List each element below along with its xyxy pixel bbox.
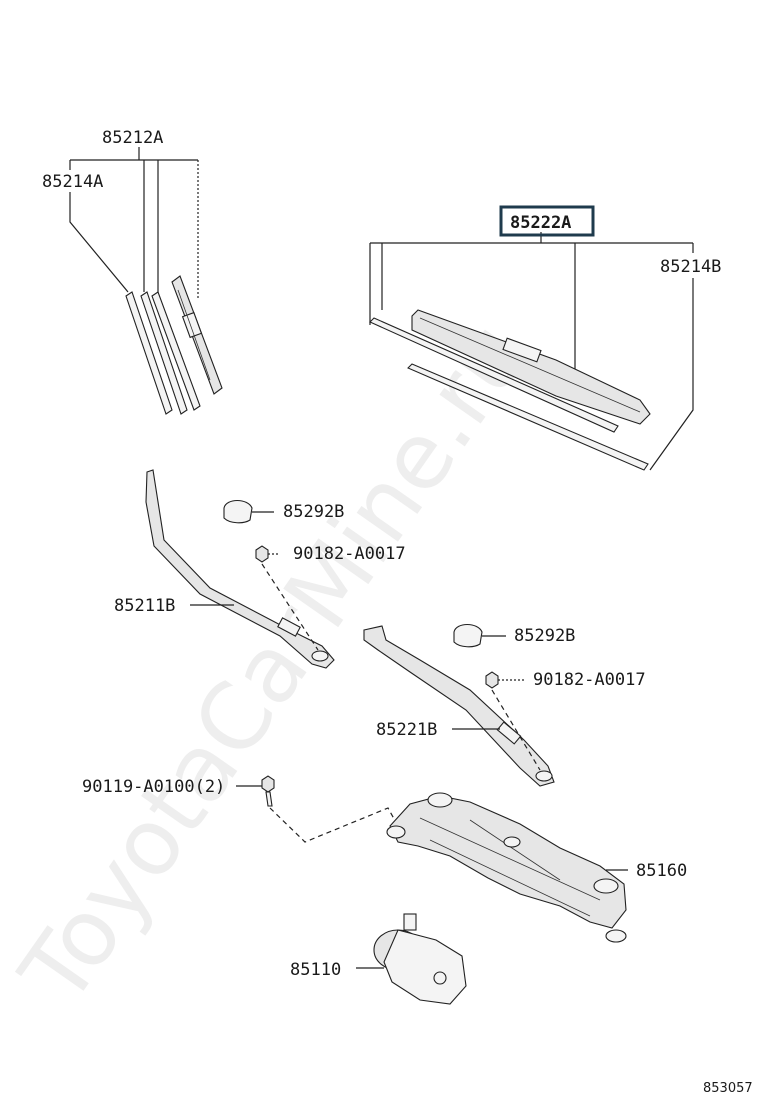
arm-pivot-right[interactable]: [535, 770, 553, 782]
refill-strip-left[interactable]: [125, 291, 173, 415]
blade-strip-left-b[interactable]: [151, 291, 201, 411]
label-85212a[interactable]: 85212A: [102, 128, 163, 148]
wiper-arm-left[interactable]: [145, 469, 335, 669]
refill-strip-right[interactable]: [407, 363, 649, 471]
nut-90182-top[interactable]: [255, 545, 319, 651]
right-wiper-blade-group[interactable]: [369, 232, 694, 471]
arm-pivot-left[interactable]: [311, 650, 329, 662]
label-85211b[interactable]: 85211B: [114, 596, 175, 616]
wiper-arm-85211b[interactable]: [145, 469, 335, 669]
pivot-cap-85292b-top[interactable]: [223, 499, 274, 524]
watermark-text: ToyotaCarMine.ru: [0, 303, 549, 1024]
diagram-id: 853057: [703, 1081, 753, 1096]
blade-strip-left-a[interactable]: [140, 291, 188, 415]
motor-gearbox[interactable]: [383, 929, 467, 1005]
bolt-90119[interactable]: [236, 775, 399, 843]
motor-shaft[interactable]: [403, 913, 417, 931]
label-90119[interactable]: 90119-A0100(2): [82, 777, 225, 797]
wiper-arm-right[interactable]: [363, 625, 555, 787]
wiper-linkage-85160[interactable]: [386, 792, 628, 943]
blade-body-right[interactable]: [411, 309, 651, 425]
nut-90182-right[interactable]: [485, 671, 541, 771]
blade-adapter-right[interactable]: [502, 337, 542, 363]
linkage-crank[interactable]: [503, 836, 521, 848]
linkage-pivot-a[interactable]: [427, 792, 453, 808]
left-wiper-blade-group[interactable]: [69, 147, 223, 415]
pivot-cap-85292b-right[interactable]: [453, 623, 506, 648]
wiper-motor-85110[interactable]: [356, 913, 467, 1005]
label-85292b-top[interactable]: 85292B: [283, 502, 344, 522]
label-85110[interactable]: 85110: [290, 960, 341, 980]
arm-clip-left[interactable]: [277, 617, 301, 637]
blade-strip-right[interactable]: [369, 317, 619, 433]
label-85214a[interactable]: 85214A: [42, 172, 103, 192]
label-85160[interactable]: 85160: [636, 861, 687, 881]
label-90182-top[interactable]: 90182-A0017: [293, 544, 406, 564]
label-85292b-right[interactable]: 85292B: [514, 626, 575, 646]
arm-clip-right[interactable]: [496, 721, 522, 745]
label-90182-right[interactable]: 90182-A0017: [533, 670, 646, 690]
label-85221b[interactable]: 85221B: [376, 720, 437, 740]
highlight-box-85222a: [499, 205, 595, 237]
linkage-pivot-b[interactable]: [593, 878, 619, 894]
label-85222a[interactable]: 85222A: [510, 213, 571, 233]
linkage-mount-left[interactable]: [386, 825, 406, 839]
label-85214b[interactable]: 85214B: [660, 257, 721, 277]
wiper-arm-85221b[interactable]: [363, 625, 555, 787]
blade-adapter-left[interactable]: [181, 311, 203, 339]
linkage-mount-right[interactable]: [605, 929, 627, 943]
